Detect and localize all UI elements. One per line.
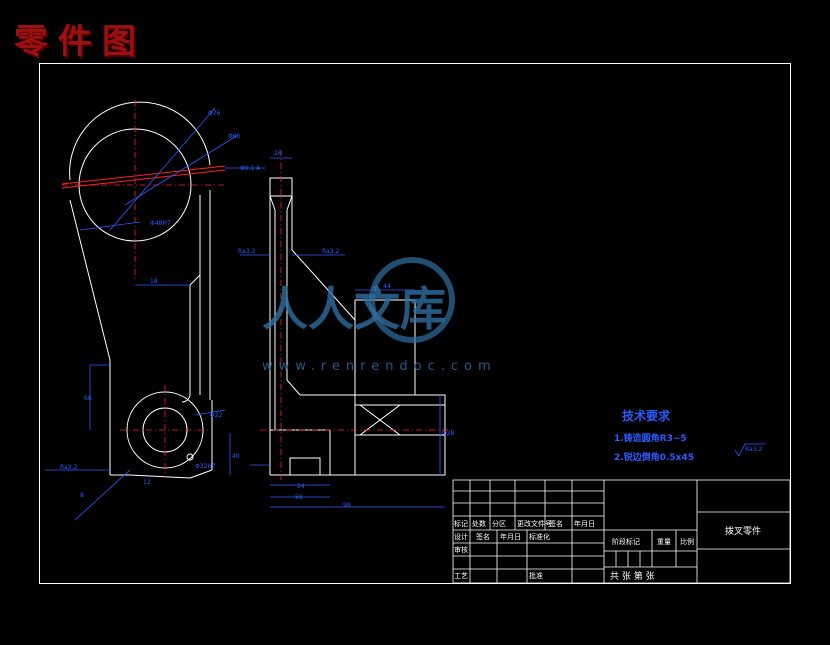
- tb-label-sign: 签名: [549, 519, 563, 528]
- dim-d5: Φ22: [210, 412, 223, 419]
- title-block: [452, 479, 791, 584]
- tb-label-design-date: 年月日: [500, 532, 521, 541]
- tb-sheet-text: 共 张 第 张: [610, 570, 655, 582]
- side-dimensions: [240, 157, 445, 508]
- surface-note: Ra3.2: [745, 446, 762, 453]
- front-centerlines: [62, 100, 225, 478]
- upper-bore: [78, 128, 192, 242]
- tb-label-approve: 批准: [529, 571, 543, 580]
- dim-ra-front: Ra3.2: [60, 464, 77, 471]
- title-block-labels: 标记 处数 分区 更改文件号 签名 年月日 设计 签名 年月日 标准化 审核 工…: [454, 519, 761, 582]
- watermark: 人人文库 www.renrendoc.com: [262, 257, 497, 374]
- side-view: [269, 177, 446, 476]
- tb-label-mark: 标记: [454, 519, 468, 528]
- dim-v4: 44: [383, 283, 391, 290]
- dim-v5: 8: [80, 492, 84, 499]
- watermark-url: www.renrendoc.com: [262, 359, 497, 374]
- tech-req-item-1: 1.铸造圆角R3~5: [614, 432, 687, 444]
- dim-v1: 18: [150, 278, 158, 285]
- dim-s4: 58: [295, 494, 303, 501]
- side-centerlines: [260, 150, 455, 480]
- tb-label-design: 设计: [454, 532, 468, 541]
- tb-label-date: 年月日: [574, 519, 595, 528]
- surface-symbol: Ra3.2: [734, 443, 765, 457]
- tb-label-process: 工艺: [454, 572, 468, 580]
- dim-d2: Φ60: [228, 133, 241, 140]
- tech-req-item-2: 2.锐边倒角0.5x45: [614, 451, 694, 463]
- tech-req-title: 技术要求: [622, 408, 671, 423]
- upper-boss-outline: [69, 101, 211, 181]
- dim-tol: Φ0.1 A: [240, 165, 261, 172]
- watermark-text: 人人文库: [262, 282, 446, 336]
- dim-s5: 98: [343, 502, 351, 509]
- tb-label-zone: 分区: [492, 519, 506, 528]
- tb-label-change: 更改文件号: [517, 519, 552, 528]
- tb-label-weight: 重量: [657, 538, 671, 546]
- tb-label-stage: 阶段标记: [612, 537, 640, 546]
- tb-label-review: 审核: [454, 545, 468, 554]
- dim-s3: 24: [297, 483, 305, 490]
- tb-label-scale: 比例: [680, 537, 694, 546]
- dim-s2: 26: [274, 150, 282, 157]
- dim-d4: Φ32H7: [195, 463, 216, 470]
- dim-v2: 40: [232, 453, 240, 460]
- tb-label-standard: 标准化: [529, 532, 550, 541]
- tb-label-design-sign: 签名: [476, 532, 490, 541]
- page-title: 零件图: [14, 22, 146, 62]
- dim-d1: Φ76: [208, 110, 221, 117]
- dim-s1: 12: [143, 479, 151, 486]
- dim-sdia: Φ28: [442, 430, 455, 437]
- dim-d3: Φ48H7: [150, 220, 171, 227]
- dim-v3: 66: [84, 395, 92, 402]
- tb-part-name: 拨叉零件: [725, 525, 761, 537]
- pin-hole: [186, 453, 194, 461]
- dim-ra-side2: Ra3.2: [322, 248, 339, 255]
- drawing-frame: [39, 63, 791, 584]
- front-dimensions: [45, 107, 265, 521]
- tb-label-count: 处数: [472, 519, 486, 528]
- dim-ra-side1: Ra3.2: [238, 248, 255, 255]
